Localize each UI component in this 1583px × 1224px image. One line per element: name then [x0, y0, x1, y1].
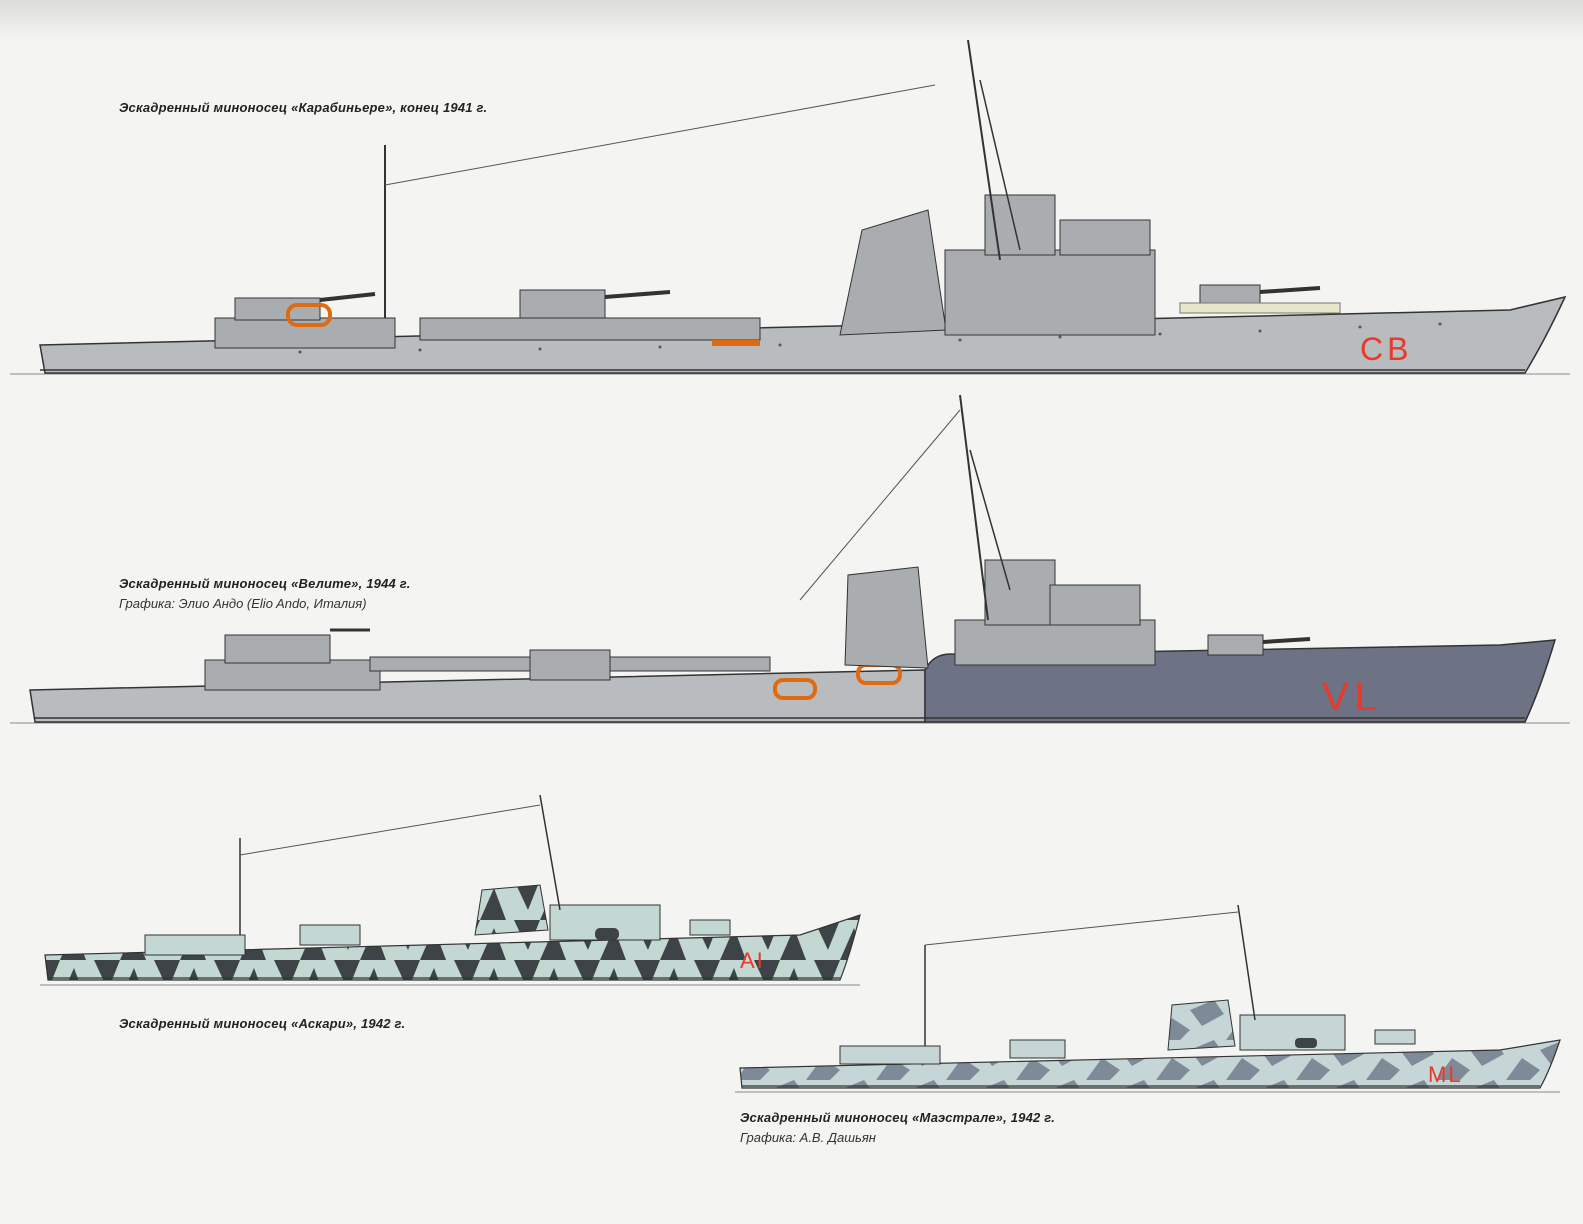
caption-ascari: Эскадренный миноносец «Аскари», 1942 г. [119, 1016, 406, 1031]
ship-carabiniere: CB [10, 39, 1570, 375]
page-top-shading [0, 0, 1583, 40]
credit-velite: Графика: Элио Андо (Elio Ando, Италия) [119, 596, 367, 611]
ship-ascari: AI [40, 794, 861, 986]
credit-maestrale: Графика: А.В. Дашьян [740, 1130, 876, 1145]
caption-carabiniere: Эскадренный миноносец «Карабиньере», кон… [119, 100, 488, 115]
hull-carabiniere [39, 295, 1567, 374]
ship-maestrale: ML [735, 904, 1561, 1093]
caption-maestrale: Эскадренный миноносец «Маэстрале», 1942 … [740, 1110, 1056, 1125]
caption-velite: Эскадренный миноносец «Велите», 1944 г. [119, 576, 411, 591]
ship-velite: VL [10, 394, 1570, 724]
hull-code-ai: AI [740, 948, 765, 973]
hull-code-cb: CB [1360, 331, 1412, 367]
hull-code-ml: ML [1428, 1062, 1463, 1087]
hull-code-vl: VL [1322, 675, 1383, 719]
